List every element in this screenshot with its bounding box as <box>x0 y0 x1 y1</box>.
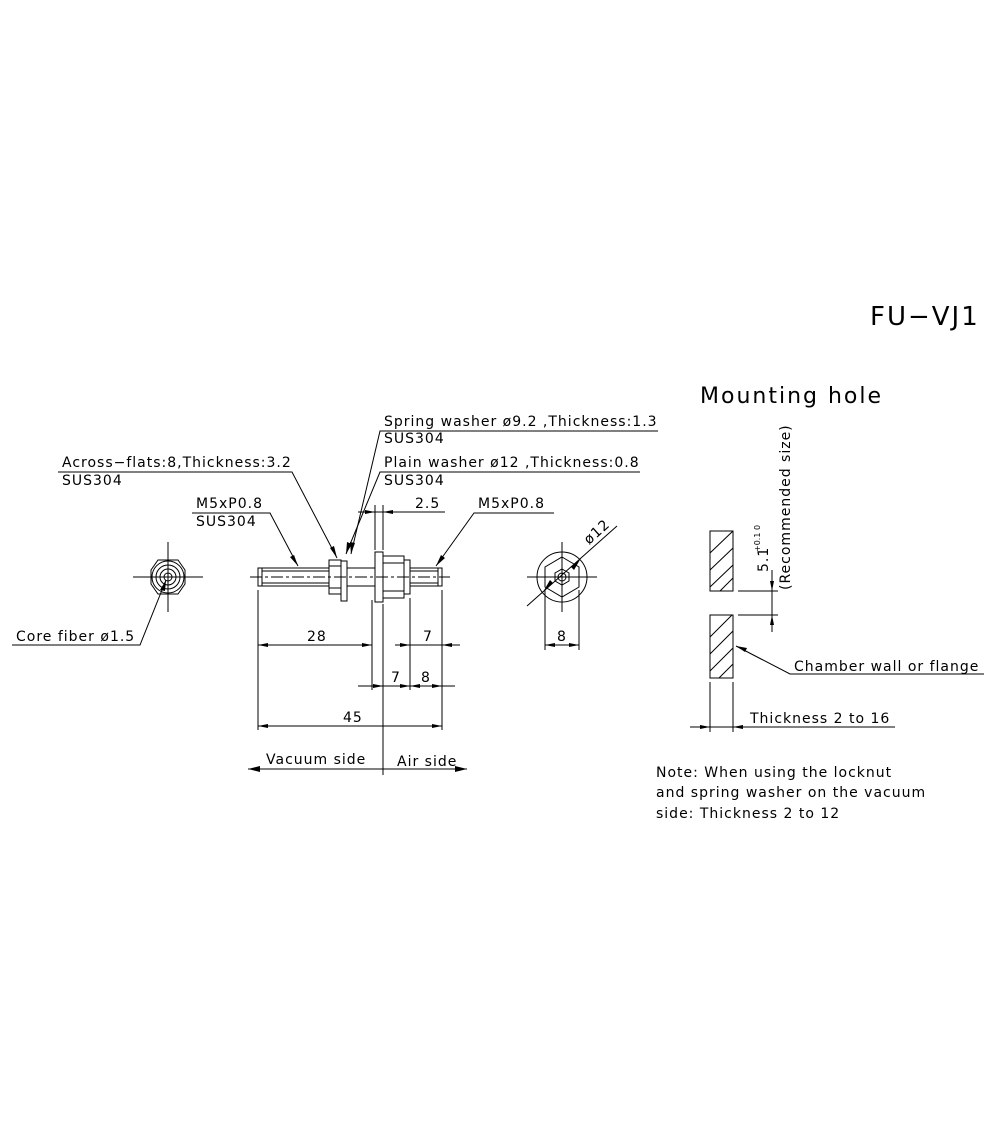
thread-left-material: SUS304 <box>196 514 257 530</box>
dimension-45-label: 45 <box>343 710 363 726</box>
spring-washer-material: SUS304 <box>384 431 445 447</box>
plain-washer-label: Plain washer ø12 ,Thickness:0.8 <box>384 455 640 471</box>
note-line-3: side: Thickness 2 to 12 <box>656 806 840 822</box>
dimension-8-lower-label: 8 <box>421 670 431 686</box>
side-arrow <box>248 766 467 772</box>
plain-washer-leader <box>345 471 640 555</box>
drawing-title: FU−VJ1 <box>870 302 980 332</box>
dimension-28-label: 28 <box>307 629 327 645</box>
dimension-28 <box>258 643 372 647</box>
spring-washer-label: Spring washer ø9.2 ,Thickness:1.3 <box>384 414 658 430</box>
dimension-2-5-label: 2.5 <box>415 496 440 512</box>
vacuum-side-label: Vacuum side <box>266 752 366 768</box>
dimension-2-5 <box>358 505 445 550</box>
mounting-hole-heading: Mounting hole <box>700 384 883 409</box>
chamber-wall-label: Chamber wall or flange <box>794 659 979 675</box>
dimension-7-upper-label: 7 <box>423 629 433 645</box>
air-side-label: Air side <box>397 754 457 770</box>
dimension-7-8-lower <box>358 684 455 688</box>
across-flats-label: Across−flats:8,Thickness:3.2 <box>62 455 292 471</box>
plain-washer-material: SUS304 <box>384 473 445 489</box>
note-line-1: Note: When using the locknut <box>656 765 892 781</box>
left-end-view <box>133 542 203 612</box>
thread-right-label: M5xP0.8 <box>478 496 545 512</box>
dimension-45 <box>258 724 442 728</box>
hole-dimension-label: 5.1 <box>756 547 772 572</box>
spring-washer-leader <box>350 430 658 555</box>
core-fiber-label: Core fiber ø1.5 <box>16 629 135 645</box>
right-end-view <box>526 525 618 650</box>
dimension-7-lower-label: 7 <box>391 670 401 686</box>
core-fiber-leader <box>12 579 167 646</box>
dimension-7-upper <box>395 643 460 647</box>
mounting-hole-section <box>690 530 984 732</box>
dimension-8-right-label: 8 <box>557 629 567 645</box>
thread-left-leader <box>192 512 299 567</box>
thread-right-leader <box>435 512 554 567</box>
extension-lines <box>257 590 443 775</box>
recommended-size-label: (Recommended size) <box>778 424 794 590</box>
thickness-label: Thickness 2 to 16 <box>749 711 890 727</box>
across-flats-material: SUS304 <box>62 473 123 489</box>
thread-left-label: M5xP0.8 <box>196 496 263 512</box>
hole-tolerance-label: +0.1 0 <box>753 525 762 552</box>
note-line-2: and spring washer on the vacuum <box>656 785 926 801</box>
across-flats-leader <box>58 471 338 559</box>
connector-side-view <box>250 551 450 603</box>
